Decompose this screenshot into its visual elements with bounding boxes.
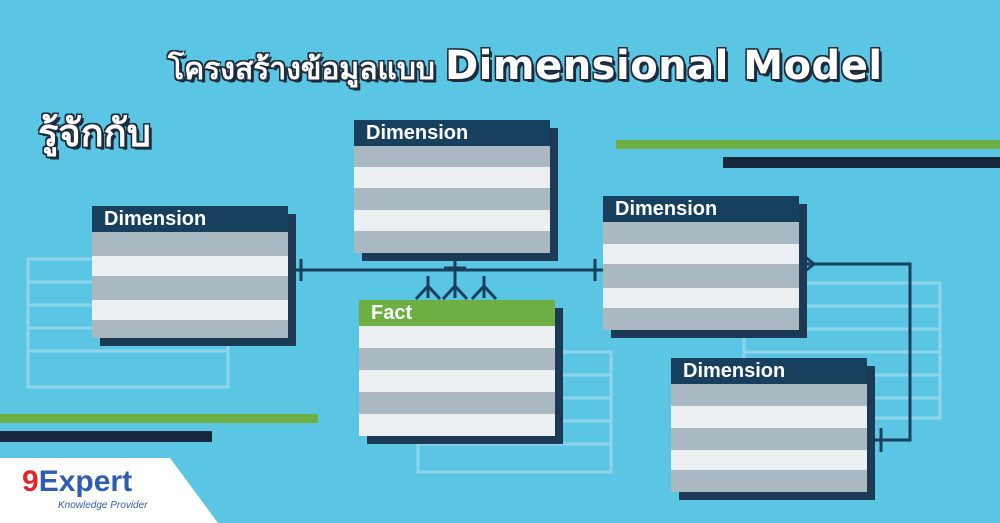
page-title: โครงสร้างข้อมูลแบบ Dimensional Model bbox=[168, 38, 883, 98]
table-row bbox=[603, 264, 799, 288]
table-row bbox=[354, 231, 550, 253]
relationship-connectors bbox=[288, 250, 912, 452]
table-header: Dimension bbox=[92, 206, 288, 232]
table-row bbox=[354, 210, 550, 231]
table-row bbox=[359, 414, 555, 436]
logo-tagline: Knowledge Provider bbox=[58, 500, 148, 511]
table-row bbox=[92, 276, 288, 300]
brand-logo: 9Expert bbox=[22, 466, 132, 498]
table-row bbox=[671, 450, 867, 470]
table-row bbox=[671, 406, 867, 428]
table-row bbox=[671, 428, 867, 450]
dimension-table-right: Dimension bbox=[603, 196, 807, 338]
table-row bbox=[359, 326, 555, 348]
table-header: Dimension bbox=[603, 196, 799, 222]
accent-bar-navy-top bbox=[723, 157, 1000, 168]
table-row bbox=[354, 167, 550, 188]
table-row bbox=[92, 320, 288, 338]
page-subtitle: รู้จักกับ bbox=[38, 111, 151, 155]
table-row bbox=[603, 288, 799, 308]
accent-bar-green-bottom bbox=[0, 414, 318, 423]
table-row bbox=[603, 244, 799, 264]
table-header: Fact bbox=[359, 300, 555, 326]
table-body: Dimension bbox=[354, 120, 550, 253]
accent-bar-navy-bottom bbox=[0, 431, 212, 442]
table-row bbox=[354, 146, 550, 167]
dimension-table-bottom-right: Dimension bbox=[671, 358, 875, 500]
dimension-table-left: Dimension bbox=[92, 206, 296, 346]
table-row bbox=[359, 392, 555, 414]
accent-bar-green-top bbox=[616, 140, 1000, 149]
table-header: Dimension bbox=[354, 120, 550, 146]
table-body: Fact bbox=[359, 300, 555, 436]
table-body: Dimension bbox=[92, 206, 288, 338]
table-row bbox=[92, 256, 288, 276]
table-row bbox=[92, 232, 288, 256]
table-body: Dimension bbox=[671, 358, 867, 492]
table-body: Dimension bbox=[603, 196, 799, 330]
title-english: Dimensional Model bbox=[444, 43, 883, 89]
table-row bbox=[359, 370, 555, 392]
table-row bbox=[603, 308, 799, 330]
fact-table: Fact bbox=[359, 300, 563, 444]
logo-background bbox=[0, 458, 218, 523]
table-row bbox=[671, 470, 867, 492]
table-row bbox=[92, 300, 288, 320]
table-row bbox=[671, 384, 867, 406]
table-row bbox=[359, 348, 555, 370]
table-row bbox=[603, 222, 799, 244]
logo-brand: Expert bbox=[38, 465, 133, 498]
dimension-table-top: Dimension bbox=[354, 120, 558, 261]
logo-nine: 9 bbox=[22, 465, 39, 498]
title-thai: โครงสร้างข้อมูลแบบ bbox=[168, 52, 435, 87]
table-header: Dimension bbox=[671, 358, 867, 384]
table-row bbox=[354, 188, 550, 210]
